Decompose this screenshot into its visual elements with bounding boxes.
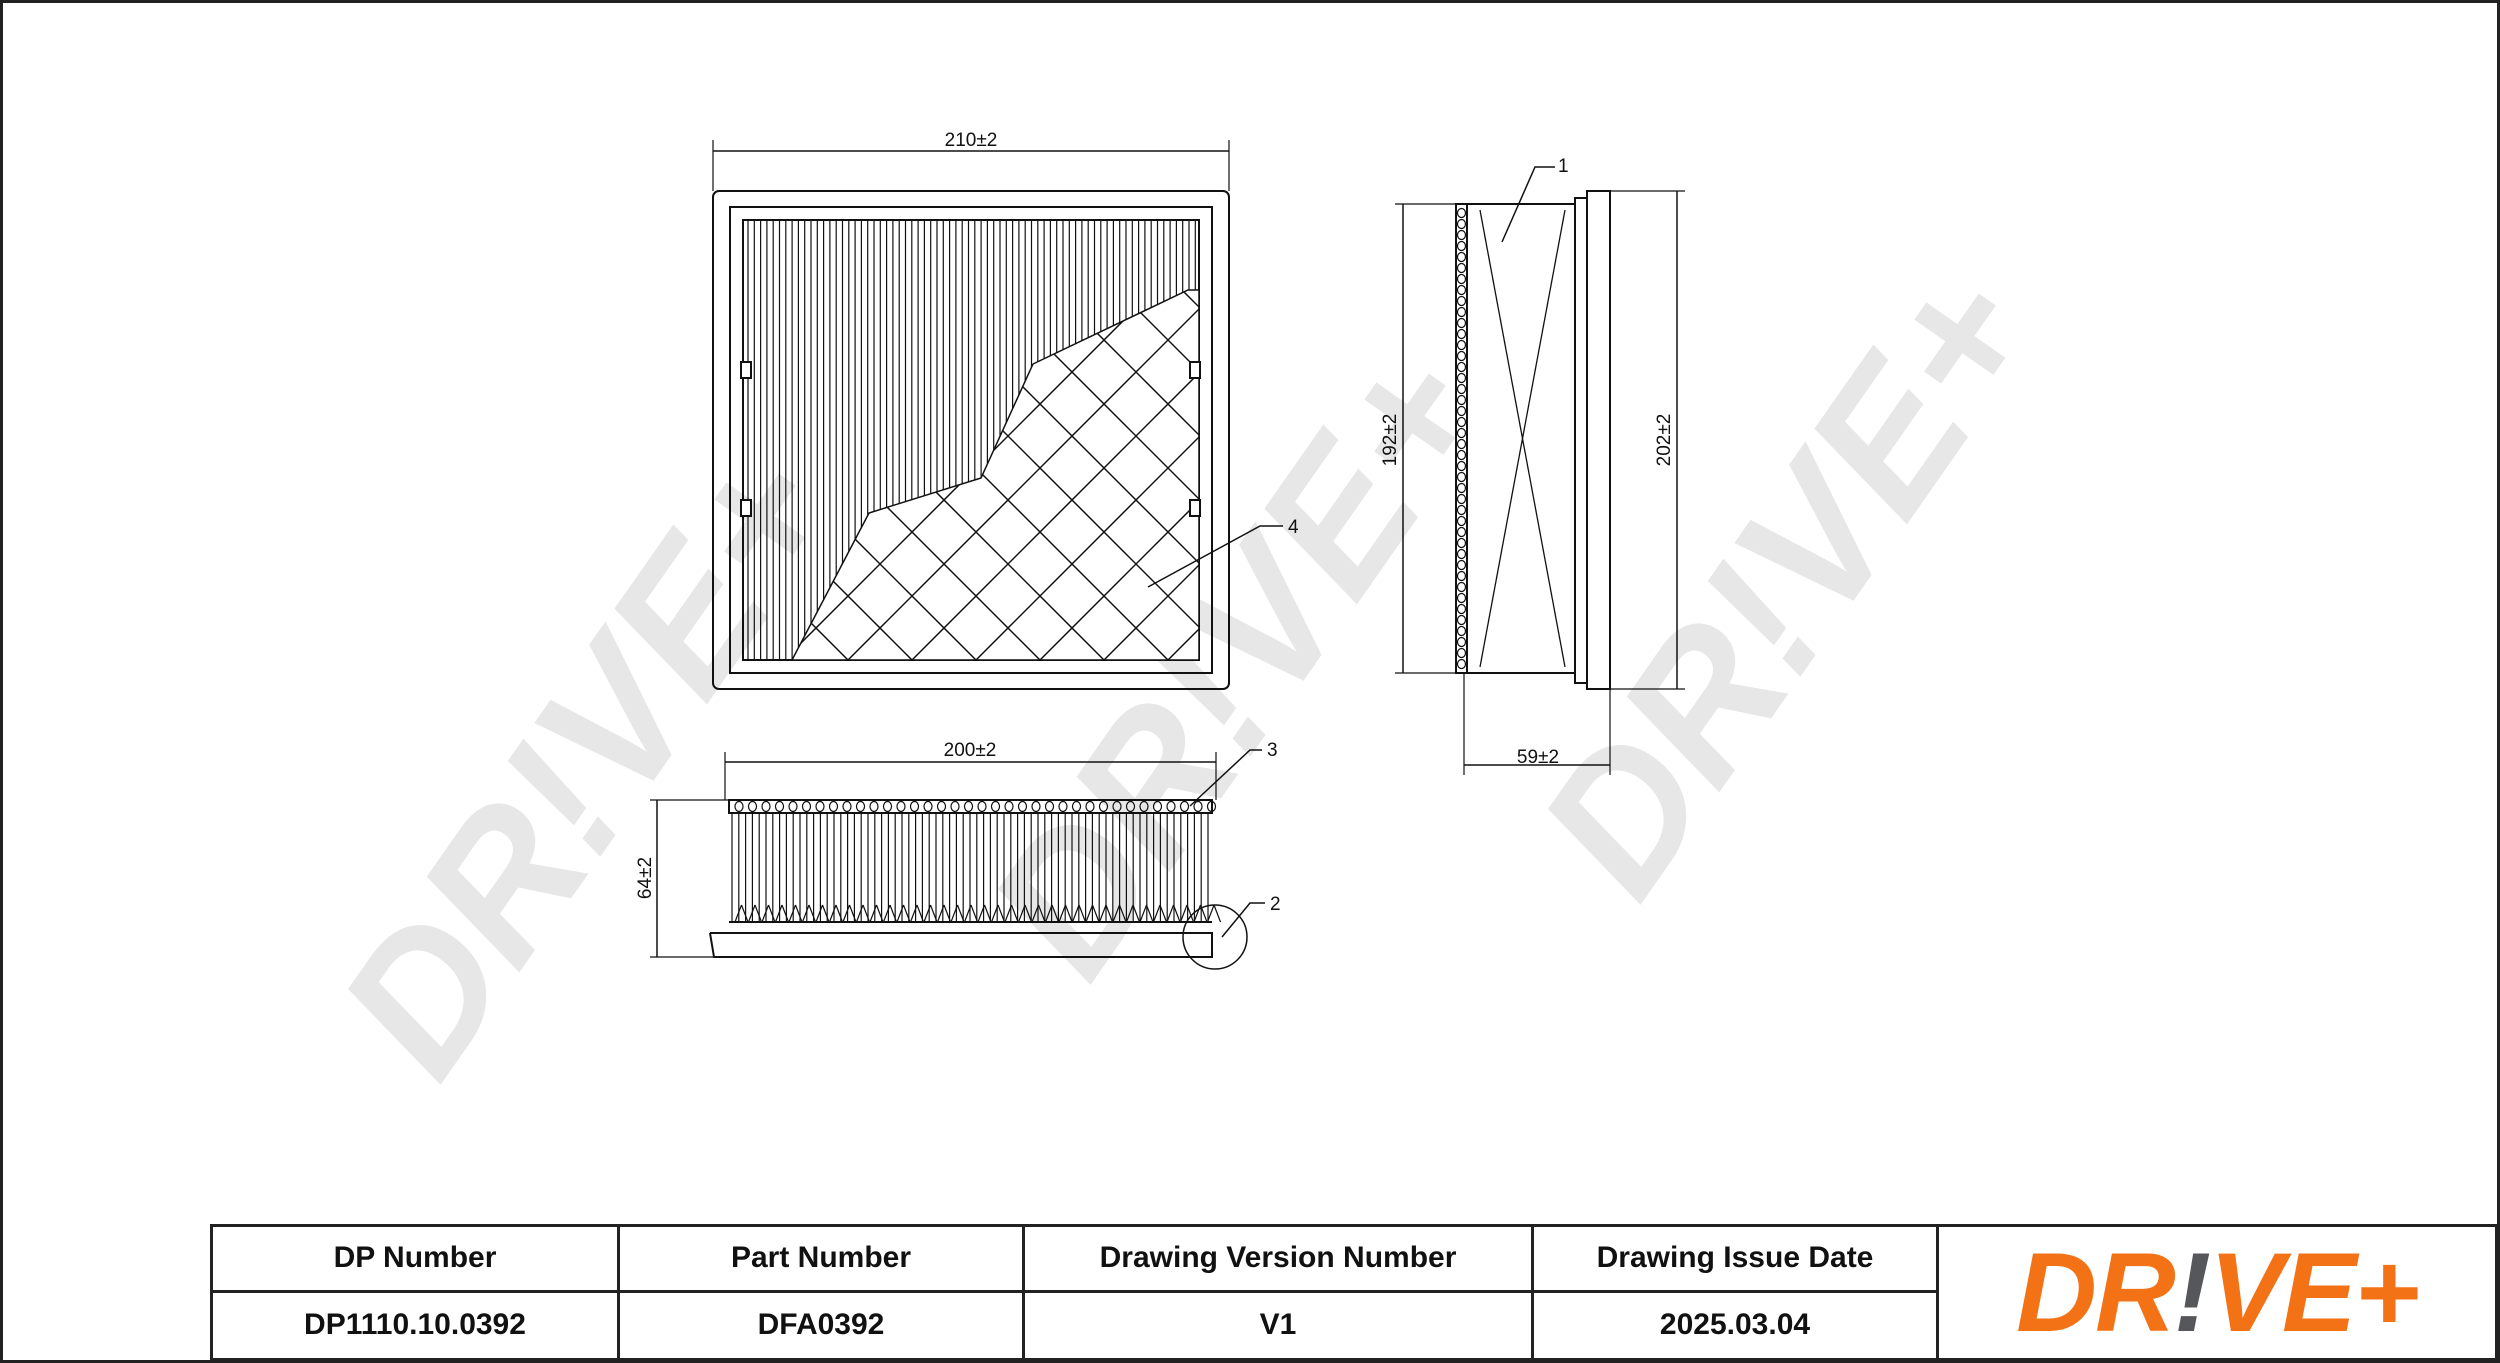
clip xyxy=(740,361,752,379)
header-issue-date: Drawing Issue Date xyxy=(1534,1227,1939,1293)
side-flange xyxy=(1586,190,1611,690)
callout-2: 2 xyxy=(1270,894,1281,915)
callout-4-leader xyxy=(1147,525,1283,588)
top-view-frame xyxy=(712,190,1230,690)
watermark-3: DR!VE+ xyxy=(1499,234,2075,931)
dim-bottom-height: 64±2 xyxy=(635,857,656,899)
callout-3: 3 xyxy=(1267,740,1278,761)
header-part-number: Part Number xyxy=(620,1227,1025,1293)
dim-side-outer-height: 202±2 xyxy=(1654,414,1675,467)
clip xyxy=(1189,361,1201,379)
value-drawing-version: V1 xyxy=(1025,1292,1534,1358)
bottom-base-plate xyxy=(709,932,1213,958)
drive-plus-logo: DR!VE+ xyxy=(2016,1230,2420,1355)
clip xyxy=(1189,499,1201,517)
clip xyxy=(740,499,752,517)
header-dp-number: DP Number xyxy=(213,1227,620,1293)
callout-2-leader xyxy=(1221,902,1265,938)
callout-1: 1 xyxy=(1558,156,1569,177)
value-part-number: DFA0392 xyxy=(620,1292,1025,1358)
value-issue-date: 2025.03.04 xyxy=(1534,1292,1939,1358)
seal-detail-circle xyxy=(1182,904,1248,970)
callout-1-leader xyxy=(1501,166,1555,243)
dim-top-width: 210±2 xyxy=(945,130,998,151)
callout-3-leader xyxy=(1189,749,1262,807)
dim-side-inner-height: 192±2 xyxy=(1380,414,1401,467)
callout-4: 4 xyxy=(1288,517,1299,538)
header-drawing-version: Drawing Version Number xyxy=(1025,1227,1534,1293)
top-view-inner-frame xyxy=(729,206,1213,674)
title-block: DP Number Part Number Drawing Version Nu… xyxy=(210,1224,2498,1361)
top-view xyxy=(712,140,1283,690)
side-view xyxy=(1395,166,1685,775)
value-dp-number: DP1110.10.0392 xyxy=(213,1292,620,1358)
dim-bottom-width: 200±2 xyxy=(944,740,997,761)
dim-side-depth: 59±2 xyxy=(1517,747,1559,768)
bottom-view xyxy=(650,749,1265,970)
